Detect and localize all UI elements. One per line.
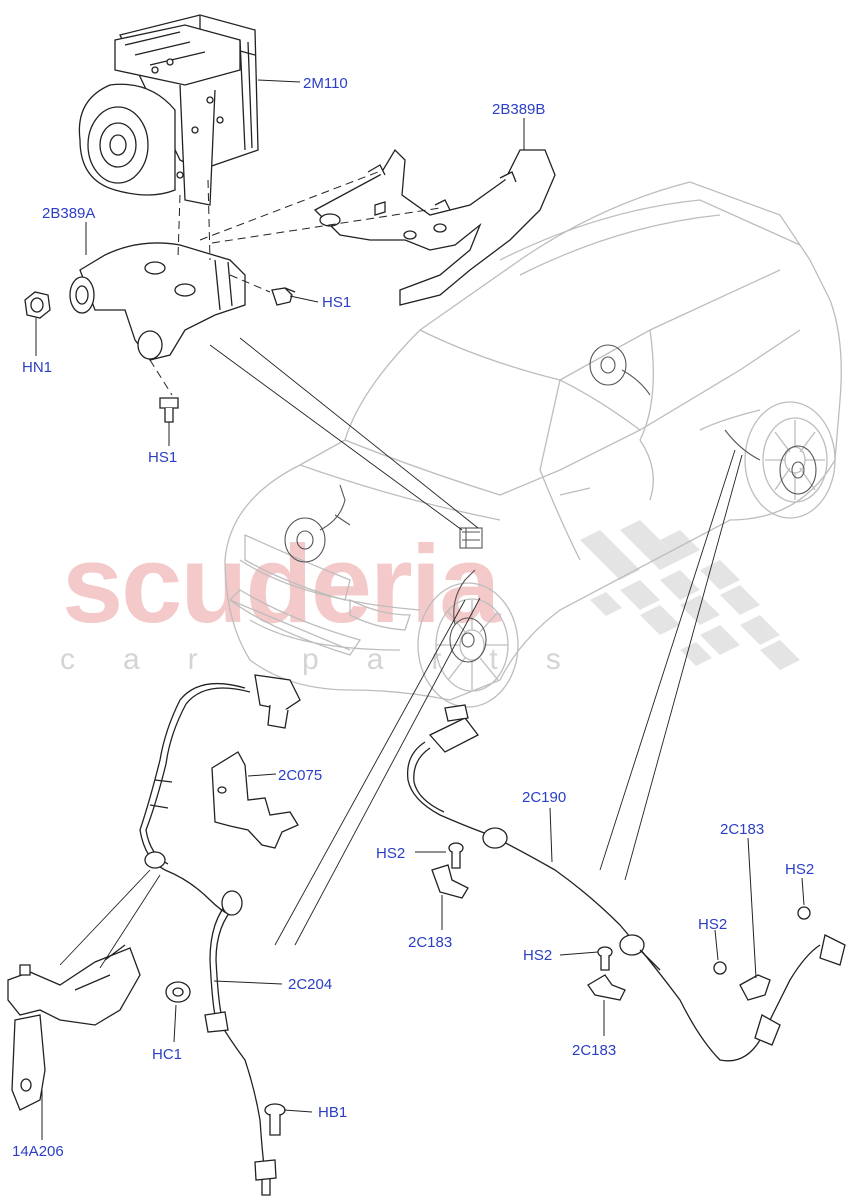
bracket-2b389a [69, 242, 246, 361]
wheel-speed-sensor-2c204 [139, 674, 301, 1196]
leader-lines [35, 79, 805, 1140]
clip-2c183-b [587, 974, 626, 1001]
clip-2c183-a [431, 864, 469, 899]
clip-2c183-c [739, 974, 771, 1001]
label-hs2-c: HS2 [698, 916, 728, 933]
label-hb1: HB1 [318, 1104, 348, 1121]
vehicle-brake-parts [284, 344, 817, 663]
label-hc1: HC1 [152, 1046, 183, 1063]
checkered-flag-watermark [580, 520, 800, 670]
assembly-lines [149, 171, 441, 396]
bolt-hb1 [264, 1103, 286, 1136]
bracket-14a206 [7, 944, 141, 1111]
label-2c183-c: 2C183 [720, 821, 765, 838]
label-14a206: 14A206 [12, 1143, 64, 1160]
abs-modulator-2m110 [78, 14, 259, 206]
label-hs2-d: HS2 [785, 861, 815, 878]
bracket-2b389b [313, 148, 556, 306]
front-wheel [417, 582, 519, 708]
bolt-hs2-a [448, 842, 464, 869]
vehicle-outline [224, 181, 842, 701]
cap-hc1 [165, 981, 191, 1003]
rear-wheel [744, 401, 836, 519]
label-hs1-upper: HS1 [322, 294, 352, 311]
bolt-hs1-lower [159, 397, 179, 423]
label-2m110: 2M110 [303, 75, 348, 92]
clip-2c075 [211, 751, 299, 849]
bolt-hs2-c [713, 961, 727, 975]
label-2c075: 2C075 [278, 767, 323, 784]
bolt-hs2-b [597, 946, 613, 971]
label-2c183-b: 2C183 [572, 1042, 617, 1059]
label-2b389b: 2B389B [492, 101, 546, 118]
label-hs1-lower: HS1 [148, 449, 178, 466]
label-2c204: 2C204 [288, 976, 333, 993]
label-2c190: 2C190 [522, 789, 567, 806]
label-hs2-b: HS2 [523, 947, 553, 964]
projection-lines [59, 337, 743, 969]
label-hn1: HN1 [22, 359, 53, 376]
label-2c183-a: 2C183 [408, 934, 453, 951]
bolt-hs1-upper [271, 287, 296, 306]
label-2b389a: 2B389A [42, 205, 96, 222]
wheel-speed-sensor-2c190 [406, 704, 846, 1062]
nut-hn1 [24, 291, 51, 319]
bolt-hs2-d [797, 906, 811, 920]
label-hs2-a: HS2 [376, 845, 406, 862]
